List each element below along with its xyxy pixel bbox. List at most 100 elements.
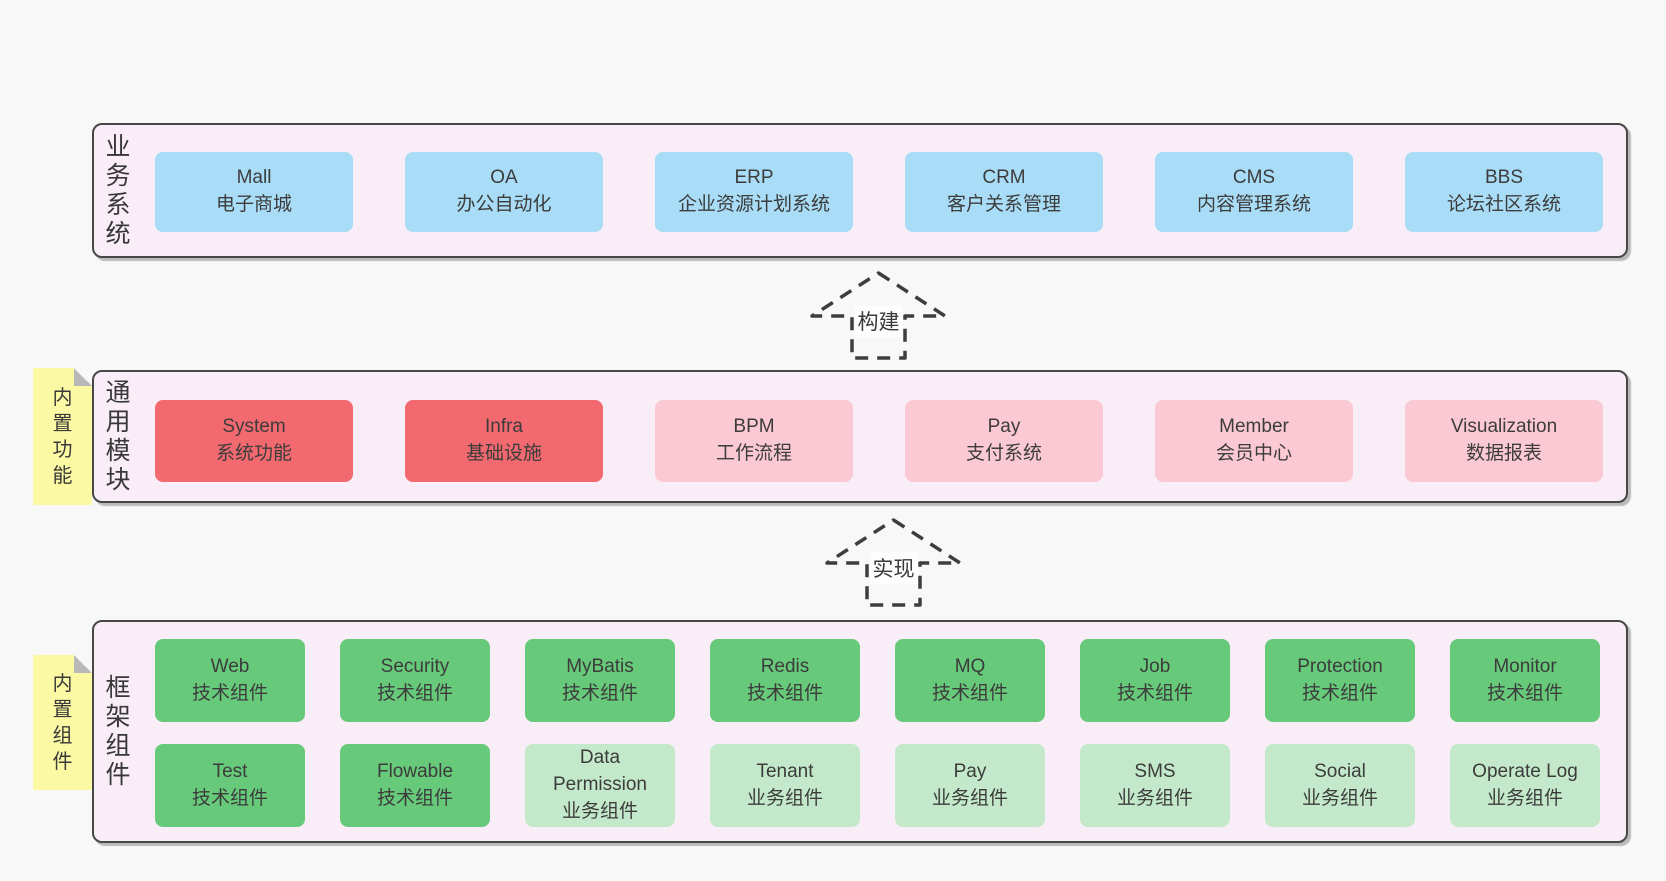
box-zh-label: 技术组件	[1116, 682, 1193, 704]
box-mall: Mall 电子商城	[155, 152, 353, 232]
business-systems-row: Mall 电子商城 OA 办公自动化 ERP 企业资源计划系统 CRM 客户关系…	[155, 152, 1603, 232]
box-zh-label: 业务组件	[1116, 787, 1193, 809]
box-en-label: Social	[1314, 760, 1366, 782]
box-zh-label: 业务组件	[746, 787, 823, 809]
box-redis: Redis 技术组件	[710, 639, 860, 722]
box-en-label: Test	[212, 760, 248, 782]
box-operate-log: Operate Log 业务组件	[1450, 744, 1600, 827]
band-business-systems-label: 业务系统	[105, 132, 131, 248]
box-mq: MQ 技术组件	[895, 639, 1045, 722]
box-en-label: Visualization	[1450, 416, 1558, 438]
box-job: Job 技术组件	[1080, 639, 1230, 722]
box-en-label: Security	[380, 655, 450, 677]
box-system: System 系统功能	[155, 400, 353, 482]
box-protection: Protection 技术组件	[1265, 639, 1415, 722]
band-framework-components-label: 框架组件	[105, 673, 131, 789]
box-zh-label: 企业资源计划系统	[677, 194, 830, 215]
box-social: Social 业务组件	[1265, 744, 1415, 827]
box-zh-label: 支付系统	[965, 443, 1042, 464]
box-zh-label: 技术组件	[561, 682, 638, 704]
box-visualization: Visualization 数据报表	[1405, 400, 1603, 482]
biz-components-row: Test 技术组件 Flowable 技术组件 Data Permission …	[155, 744, 1600, 827]
box-en-label: MQ	[954, 655, 986, 677]
box-zh-label: 数据报表	[1465, 443, 1542, 464]
box-en-label: Infra	[484, 416, 524, 438]
box-zh-label: 工作流程	[715, 443, 792, 464]
box-infra: Infra 基础设施	[405, 400, 603, 482]
box-en-label: CRM	[982, 167, 1026, 189]
box-en-label: SMS	[1134, 760, 1176, 782]
box-zh-label: 技术组件	[746, 682, 823, 704]
box-zh-label: 业务组件	[1486, 787, 1563, 809]
box-en-label: Web	[210, 655, 250, 677]
box-bpm: BPM 工作流程	[655, 400, 853, 482]
box-en-label: BPM	[733, 416, 775, 438]
box-zh-label: 技术组件	[1486, 682, 1563, 704]
box-member: Member 会员中心	[1155, 400, 1353, 482]
box-flowable: Flowable 技术组件	[340, 744, 490, 827]
box-oa: OA 办公自动化	[405, 152, 603, 232]
sticky-note-built-in-features: 内置功能	[33, 368, 92, 505]
box-monitor: Monitor 技术组件	[1450, 639, 1600, 722]
box-sms: SMS 业务组件	[1080, 744, 1230, 827]
box-cms: CMS 内容管理系统	[1155, 152, 1353, 232]
box-security: Security 技术组件	[340, 639, 490, 722]
box-zh-label: 技术组件	[931, 682, 1008, 704]
box-en-label: Data Permission	[553, 747, 647, 796]
box-zh-label: 基础设施	[465, 443, 542, 464]
box-en-label: Tenant	[756, 760, 814, 782]
box-pay-business: Pay 业务组件	[895, 744, 1045, 827]
tech-components-row: Web 技术组件 Security 技术组件 MyBatis 技术组件 Redi…	[155, 639, 1600, 722]
box-zh-label: 系统功能	[215, 443, 292, 464]
box-zh-label: 技术组件	[191, 682, 268, 704]
box-en-label: ERP	[734, 167, 774, 189]
box-en-label: Redis	[760, 655, 810, 677]
box-en-label: Operate Log	[1472, 760, 1578, 782]
box-zh-label: 业务组件	[931, 787, 1008, 809]
box-en-label: Pay	[987, 416, 1021, 438]
box-en-label: Monitor	[1493, 655, 1557, 677]
box-tenant: Tenant 业务组件	[710, 744, 860, 827]
box-en-label: Member	[1219, 416, 1289, 438]
arrow-implement-label: 实现	[869, 552, 918, 584]
sticky-note-label: 内置组件	[52, 672, 73, 773]
box-en-label: Flowable	[376, 760, 454, 782]
box-en-label: Pay	[953, 760, 987, 782]
dashed-up-arrow-icon	[825, 518, 962, 607]
box-zh-label: 内容管理系统	[1196, 194, 1311, 215]
common-modules-row: System 系统功能 Infra 基础设施 BPM 工作流程 Pay 支付系统…	[155, 400, 1603, 482]
box-zh-label: 业务组件	[1301, 787, 1378, 809]
box-en-label: Job	[1139, 655, 1171, 677]
box-zh-label: 技术组件	[1301, 682, 1378, 704]
band-common-modules-label: 通用模块	[105, 378, 131, 494]
box-zh-label: 办公自动化	[456, 194, 552, 215]
arrow-implement: 实现	[825, 518, 962, 607]
band-business-systems: 业务系统 Mall 电子商城 OA 办公自动化 ERP 企业资源计划系统 CRM…	[92, 123, 1628, 258]
box-zh-label: 业务组件	[561, 800, 638, 822]
box-test: Test 技术组件	[155, 744, 305, 827]
box-crm: CRM 客户关系管理	[905, 152, 1103, 232]
box-zh-label: 电子商城	[215, 194, 292, 215]
box-zh-label: 技术组件	[191, 787, 268, 809]
box-en-label: BBS	[1484, 167, 1524, 189]
box-en-label: OA	[490, 167, 518, 189]
arrow-build-label: 构建	[854, 305, 903, 337]
box-en-label: System	[222, 416, 286, 438]
box-en-label: Protection	[1297, 655, 1383, 677]
box-zh-label: 会员中心	[1215, 443, 1292, 464]
box-web: Web 技术组件	[155, 639, 305, 722]
box-zh-label: 技术组件	[376, 787, 453, 809]
framework-components-rows: Web 技术组件 Security 技术组件 MyBatis 技术组件 Redi…	[155, 639, 1600, 827]
sticky-note-label: 内置功能	[52, 386, 73, 487]
band-common-modules: 通用模块 System 系统功能 Infra 基础设施 BPM 工作流程 Pay…	[92, 370, 1628, 503]
box-bbs: BBS 论坛社区系统	[1405, 152, 1603, 232]
box-zh-label: 技术组件	[376, 682, 453, 704]
box-mybatis: MyBatis 技术组件	[525, 639, 675, 722]
box-pay: Pay 支付系统	[905, 400, 1103, 482]
box-en-label: CMS	[1232, 167, 1276, 189]
box-erp: ERP 企业资源计划系统	[655, 152, 853, 232]
box-en-label: Mall	[236, 167, 272, 189]
band-framework-components: 框架组件 Web 技术组件 Security 技术组件 MyBatis 技术组件…	[92, 620, 1628, 843]
arrow-build: 构建	[810, 271, 947, 360]
